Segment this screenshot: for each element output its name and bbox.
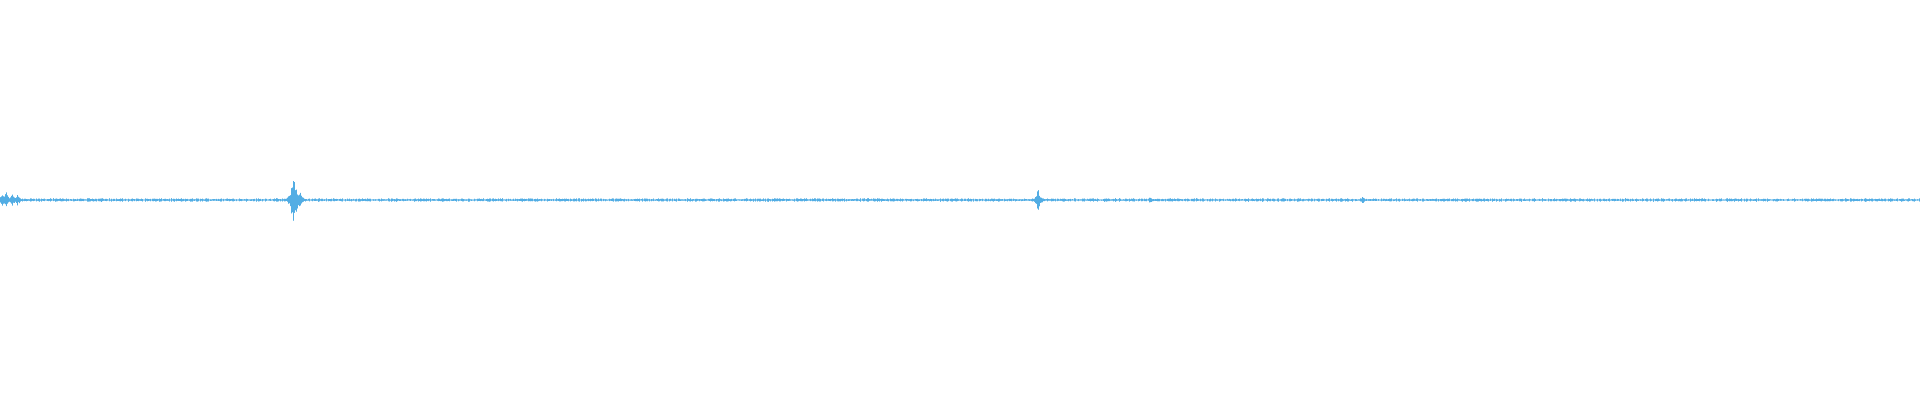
waveform-trace — [0, 181, 1920, 221]
